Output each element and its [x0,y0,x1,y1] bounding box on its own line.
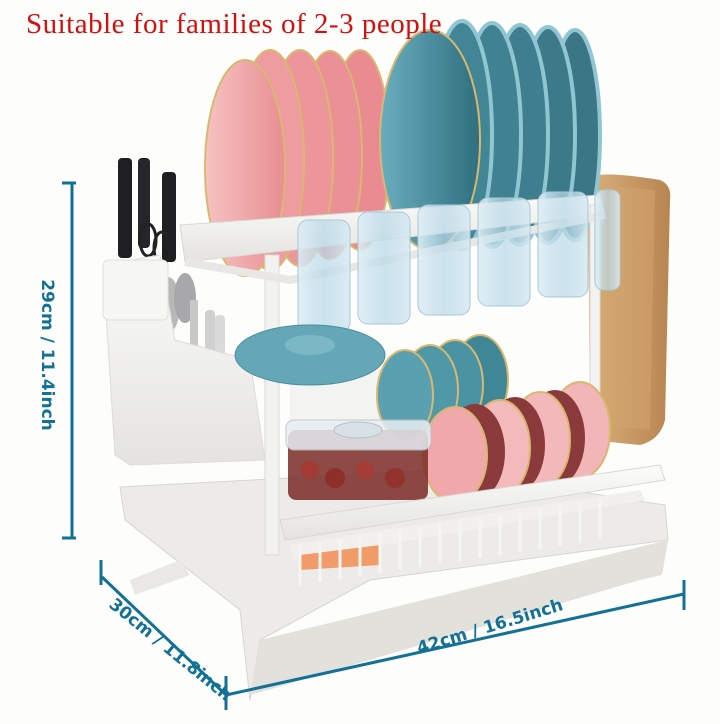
lower-rack [279,464,666,585]
utensil-holder [102,158,266,466]
glass-cups [297,189,621,333]
teal-plates [379,19,602,251]
headline: Suitable for families of 2-3 people [26,8,443,40]
width-dimension-line [225,592,685,697]
pink-plates [204,49,391,277]
depth-dimension-line [100,575,228,697]
dimension-lines [62,181,686,710]
food-container [285,419,432,500]
teal-pot [234,324,386,430]
height-dimension-label: 29cm / 11.4inch [37,279,57,431]
pink-bowls [422,381,611,504]
